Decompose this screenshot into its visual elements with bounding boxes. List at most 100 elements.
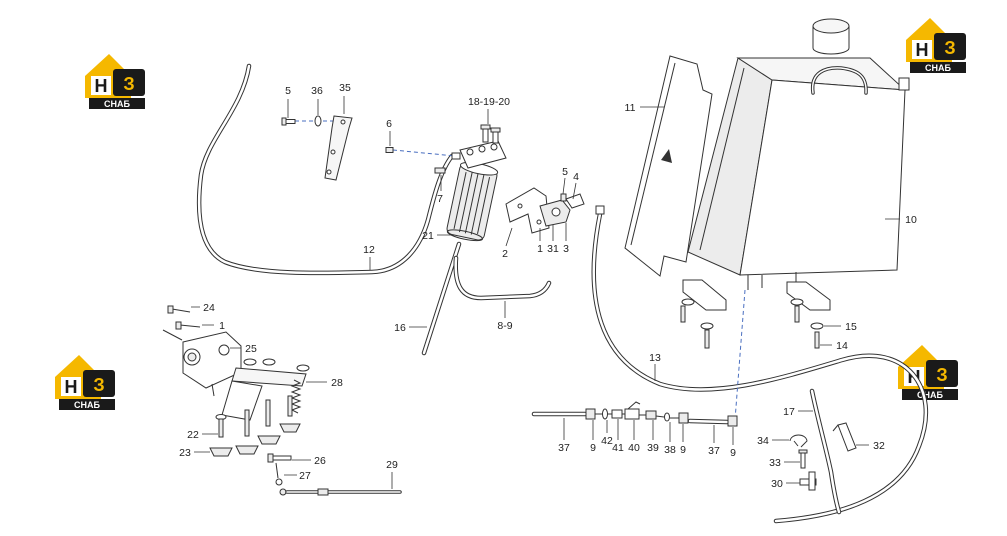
bracket-35-assembly: [281, 115, 353, 181]
bolt-7: [434, 167, 446, 174]
seal-42: [602, 408, 608, 420]
logo-mark-right: З: [944, 38, 955, 58]
bolt-18-19-20-head: [490, 127, 501, 133]
fitting-41: [611, 409, 623, 419]
logo-mark-left: Н: [916, 40, 929, 60]
pump-port: [218, 344, 230, 356]
bracket-28-assembly: [209, 358, 310, 486]
mount-bolt: [287, 395, 293, 417]
logo-caption: СНАБ: [104, 99, 130, 109]
callout: 16: [394, 322, 406, 334]
bracket-washer: [296, 364, 310, 372]
logo-dark-panel: [113, 69, 145, 96]
tee-30-branch: [808, 471, 816, 491]
rod-end-27-eye: [275, 478, 283, 486]
filler-cap: [812, 18, 850, 34]
tank-drain-dash-link: [734, 289, 746, 421]
logo-mark-left: Н: [65, 377, 78, 397]
bolt-22: [218, 418, 224, 438]
bolt-26: [272, 455, 292, 461]
callout-labels: 5 36 35 6 18-19-20 7 21 12 2 1 31 3 5 4 …: [179, 82, 917, 490]
small-parts-right: [789, 422, 857, 491]
cable-29-ferrule: [317, 488, 329, 496]
tube-16-assembly: [421, 241, 462, 356]
tank-mount-right: [786, 281, 831, 349]
tube-16-core: [422, 242, 461, 355]
shield-cutout-mark: [661, 149, 672, 163]
callout: 9: [590, 442, 596, 454]
filter-head: [459, 140, 507, 169]
callout: 34: [757, 435, 769, 447]
tank-handle-core: [811, 67, 867, 94]
bolt-33: [800, 452, 806, 469]
bolt-5-shank: [285, 119, 296, 124]
hose-13-fitting: [595, 205, 605, 215]
hose-13-core: [592, 212, 928, 523]
logo-dark-panel: [83, 370, 115, 397]
pump-port-inner: [187, 352, 197, 362]
callout: 22: [187, 429, 199, 441]
shield-inner-edge: [630, 62, 676, 246]
tube-17-assembly: [809, 388, 842, 515]
bracket-2-hole: [536, 219, 542, 225]
hose-13-assembly: [591, 205, 929, 524]
valve-40-lever: [627, 401, 641, 410]
callout: 41: [612, 442, 624, 454]
logo-caption-bar: [59, 399, 115, 410]
bolt-1: [179, 324, 201, 328]
callout: 31: [547, 243, 559, 255]
logo-white-panel: [61, 377, 81, 396]
logo-top-right: Н З СНАБ: [906, 18, 966, 73]
logo-caption-bar: [902, 389, 958, 400]
callout: 1: [219, 320, 225, 332]
nut-9: [585, 408, 596, 420]
callout: 4: [573, 171, 579, 183]
logo-mark-right: З: [123, 74, 134, 94]
logo-mark-right: З: [93, 375, 104, 395]
mount-bolt: [265, 399, 271, 427]
bracket-2-assembly: [505, 187, 585, 234]
heat-shield-11: [624, 55, 713, 277]
callout: 39: [647, 442, 659, 454]
clip-34: [789, 434, 808, 448]
tube-8-9-assembly: [453, 255, 552, 301]
callout: 2: [502, 248, 508, 260]
callout: 12: [363, 244, 375, 256]
bolt-24: [171, 308, 191, 313]
tank-mount-left: [680, 279, 727, 349]
filter-port: [490, 143, 498, 151]
filter-port: [478, 145, 486, 153]
pump-25-assembly: [162, 305, 242, 397]
callout: 3: [563, 243, 569, 255]
callout: 28: [331, 377, 343, 389]
logo-dark-panel: [934, 33, 966, 60]
bolt-26-head: [267, 453, 274, 463]
cable-29-end: [279, 488, 287, 496]
logo-top-left: Н З СНАБ: [85, 54, 145, 109]
mount-washer: [790, 298, 804, 306]
hose-12-assembly: [196, 63, 455, 276]
pump-stud: [211, 383, 215, 397]
bracket-washer: [243, 358, 257, 366]
clamp-4: [565, 193, 585, 209]
callout: 40: [628, 442, 640, 454]
bracket-spring: [290, 379, 302, 414]
bolt-6: [385, 147, 394, 153]
callout: 32: [873, 440, 885, 452]
tube-8-9: [453, 255, 552, 301]
filter-side-fitting: [451, 152, 461, 160]
callout: 11: [625, 102, 636, 114]
rubber-mount: [257, 435, 281, 445]
callout: 38: [664, 444, 676, 456]
tube-8-9-core: [454, 256, 551, 300]
callout: 5: [285, 85, 291, 97]
filter-bottom-ring: [446, 229, 484, 242]
shield-panel: [624, 55, 713, 277]
rubber-mount: [235, 445, 259, 455]
filter-port: [466, 148, 474, 156]
tee-30-run: [799, 478, 817, 486]
filter-ribs: [453, 171, 491, 235]
bracket-28-flange: [221, 380, 263, 421]
logo-caption-bar: [910, 62, 966, 73]
tube-17-core: [810, 389, 841, 514]
